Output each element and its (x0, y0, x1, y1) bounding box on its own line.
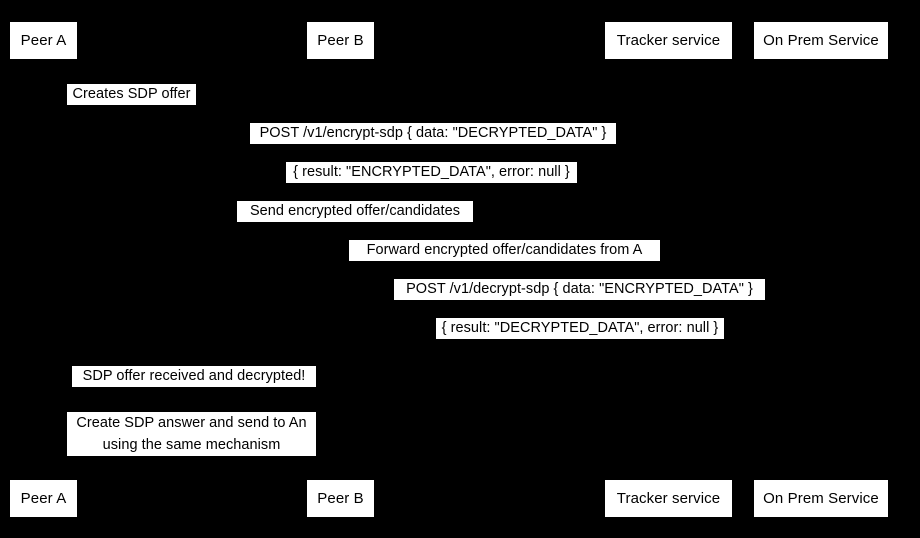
participant-header-on-prem-service[interactable]: On Prem Service (754, 22, 888, 59)
participant-label: On Prem Service (763, 32, 879, 49)
participant-label: Tracker service (616, 490, 721, 507)
participant-label: Peer B (317, 32, 364, 49)
participant-label: On Prem Service (763, 490, 879, 507)
participant-footer-peer-a[interactable]: Peer A (10, 480, 77, 517)
participant-label: Peer A (20, 490, 67, 507)
message-encrypt-result: { result: "ENCRYPTED_DATA", error: null … (286, 162, 577, 183)
message-post-decrypt-sdp: POST /v1/decrypt-sdp { data: "ENCRYPTED_… (394, 279, 765, 300)
participant-header-peer-a[interactable]: Peer A (10, 22, 77, 59)
participant-header-peer-b[interactable]: Peer B (307, 22, 374, 59)
participant-label: Tracker service (616, 32, 721, 49)
message-post-encrypt-sdp: POST /v1/encrypt-sdp { data: "DECRYPTED_… (250, 123, 616, 144)
participant-header-tracker-service[interactable]: Tracker service (605, 22, 732, 59)
lifeline-peer-a (43, 59, 44, 480)
participant-footer-on-prem-service[interactable]: On Prem Service (754, 480, 888, 517)
lifeline-tracker-service (668, 59, 669, 480)
message-creates-sdp-offer: Creates SDP offer (67, 84, 196, 105)
participant-footer-tracker-service[interactable]: Tracker service (605, 480, 732, 517)
lifeline-peer-b (340, 59, 341, 480)
message-sdp-offer-received: SDP offer received and decrypted! (72, 366, 316, 387)
message-decrypt-result: { result: "DECRYPTED_DATA", error: null … (436, 318, 724, 339)
participant-label: Peer A (20, 32, 67, 49)
participant-footer-peer-b[interactable]: Peer B (307, 480, 374, 517)
message-create-sdp-answer: Create SDP answer and send to An using t… (67, 412, 316, 456)
message-send-encrypted-offer: Send encrypted offer/candidates (237, 201, 473, 222)
participant-label: Peer B (317, 490, 364, 507)
lifeline-on-prem-service (821, 59, 822, 480)
message-forward-encrypted-offer: Forward encrypted offer/candidates from … (349, 240, 660, 261)
